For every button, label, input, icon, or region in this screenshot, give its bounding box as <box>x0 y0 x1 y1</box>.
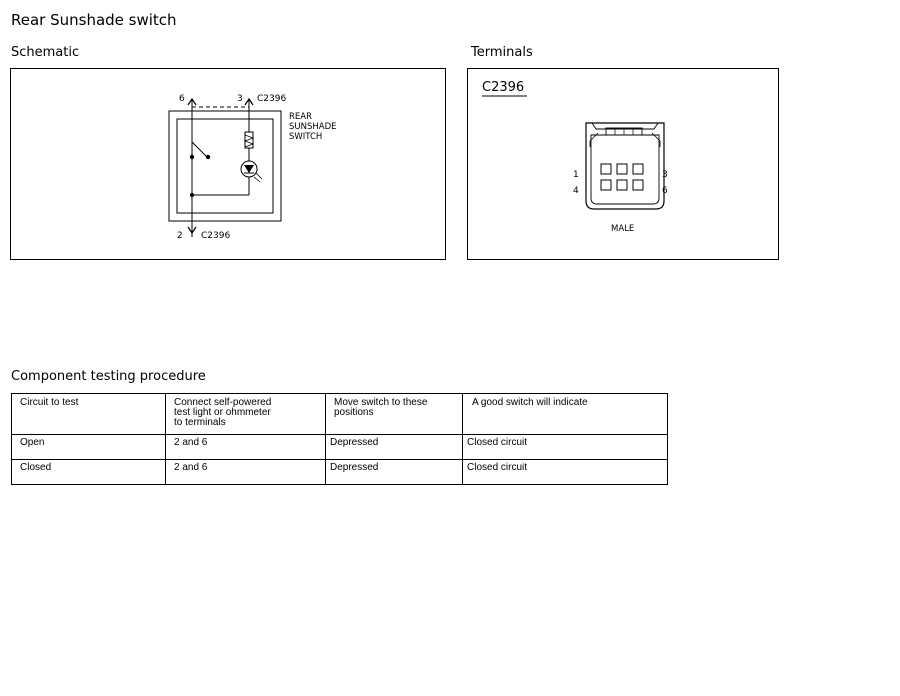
schematic-panel: 6 3 C2396 2 C2396 REAR SUNSH <box>10 68 446 260</box>
table-cell: 2 and 6 <box>165 459 326 485</box>
connector-gender-label: MALE <box>611 224 634 234</box>
table-cell: Depressed <box>325 434 463 460</box>
connector-side-rib <box>589 132 599 147</box>
connector-top-label: C2396 <box>257 94 286 104</box>
header-connect-terminals: Connect self-powered test light or ohmme… <box>165 393 326 435</box>
pin-cavity-3 <box>632 163 644 175</box>
led-diode-icon <box>244 165 254 173</box>
pin-2-label: 2 <box>177 231 183 241</box>
procedure-section-title: Component testing procedure <box>11 369 206 384</box>
connector-id-label: C2396 <box>482 80 524 95</box>
header-good-switch-indicates: A good switch will indicate <box>462 393 668 435</box>
switch-housing-inner <box>176 118 274 214</box>
schematic-diagram: 6 3 C2396 2 C2396 REAR SUNSH <box>168 94 337 241</box>
pin-cavity-6 <box>632 179 644 191</box>
table-cell: Open <box>11 434 166 460</box>
component-testing-table: Circuit to test Connect self-powered tes… <box>11 393 668 485</box>
switch-blade <box>191 141 208 158</box>
table-cell: Closed circuit <box>462 434 668 460</box>
pin-cavity-1 <box>600 163 612 175</box>
terminals-section-title: Terminals <box>471 45 533 60</box>
schematic-section-title: Schematic <box>11 45 80 60</box>
pin-6-label: 6 <box>179 94 185 104</box>
pin-3-label: 3 <box>662 170 668 180</box>
table-cell: Closed <box>11 459 166 485</box>
connector-face-diagram: C2396 1 4 3 6 MALE <box>482 80 668 234</box>
switch-contact-icon <box>205 154 211 160</box>
pin-cavity-5 <box>616 179 628 191</box>
component-label-line-3: SWITCH <box>289 132 322 142</box>
table-cell: Closed circuit <box>462 459 668 485</box>
terminals-panel: C2396 1 4 3 6 MALE <box>467 68 779 260</box>
pin-cavity-2 <box>616 163 628 175</box>
pin-1-label: 1 <box>573 170 579 180</box>
resistor-zigzag-icon <box>243 134 255 148</box>
switch-housing-outer <box>168 110 282 222</box>
connector-body-inner <box>590 134 660 205</box>
pin-4-label: 4 <box>573 186 579 196</box>
table-cell: Depressed <box>325 459 463 485</box>
led-ray-icon <box>253 176 261 183</box>
pin-3-label: 3 <box>237 94 243 104</box>
table-header-row: Circuit to test Connect self-powered tes… <box>11 393 668 435</box>
terminal-2-connector-icon <box>187 226 197 235</box>
pin-6-label: 6 <box>662 186 668 196</box>
component-label-line-2: SUNSHADE <box>289 122 337 132</box>
table-row: Open 2 and 6 Depressed Closed circuit <box>11 434 668 460</box>
table-row: Closed 2 and 6 Depressed Closed circuit <box>11 459 668 485</box>
component-label-line-1: REAR <box>289 112 312 122</box>
header-switch-positions: Move switch to these positions <box>325 393 463 435</box>
connector-body-outer <box>585 122 665 210</box>
header-circuit-to-test: Circuit to test <box>11 393 166 435</box>
table-cell: 2 and 6 <box>165 434 326 460</box>
pin-cavity-4 <box>600 179 612 191</box>
led-ray-icon <box>255 172 263 180</box>
connector-bottom-label: C2396 <box>201 231 230 241</box>
page-title: Rear Sunshade switch <box>11 11 177 29</box>
connector-side-rib <box>651 132 661 147</box>
connector-latch <box>591 122 659 130</box>
